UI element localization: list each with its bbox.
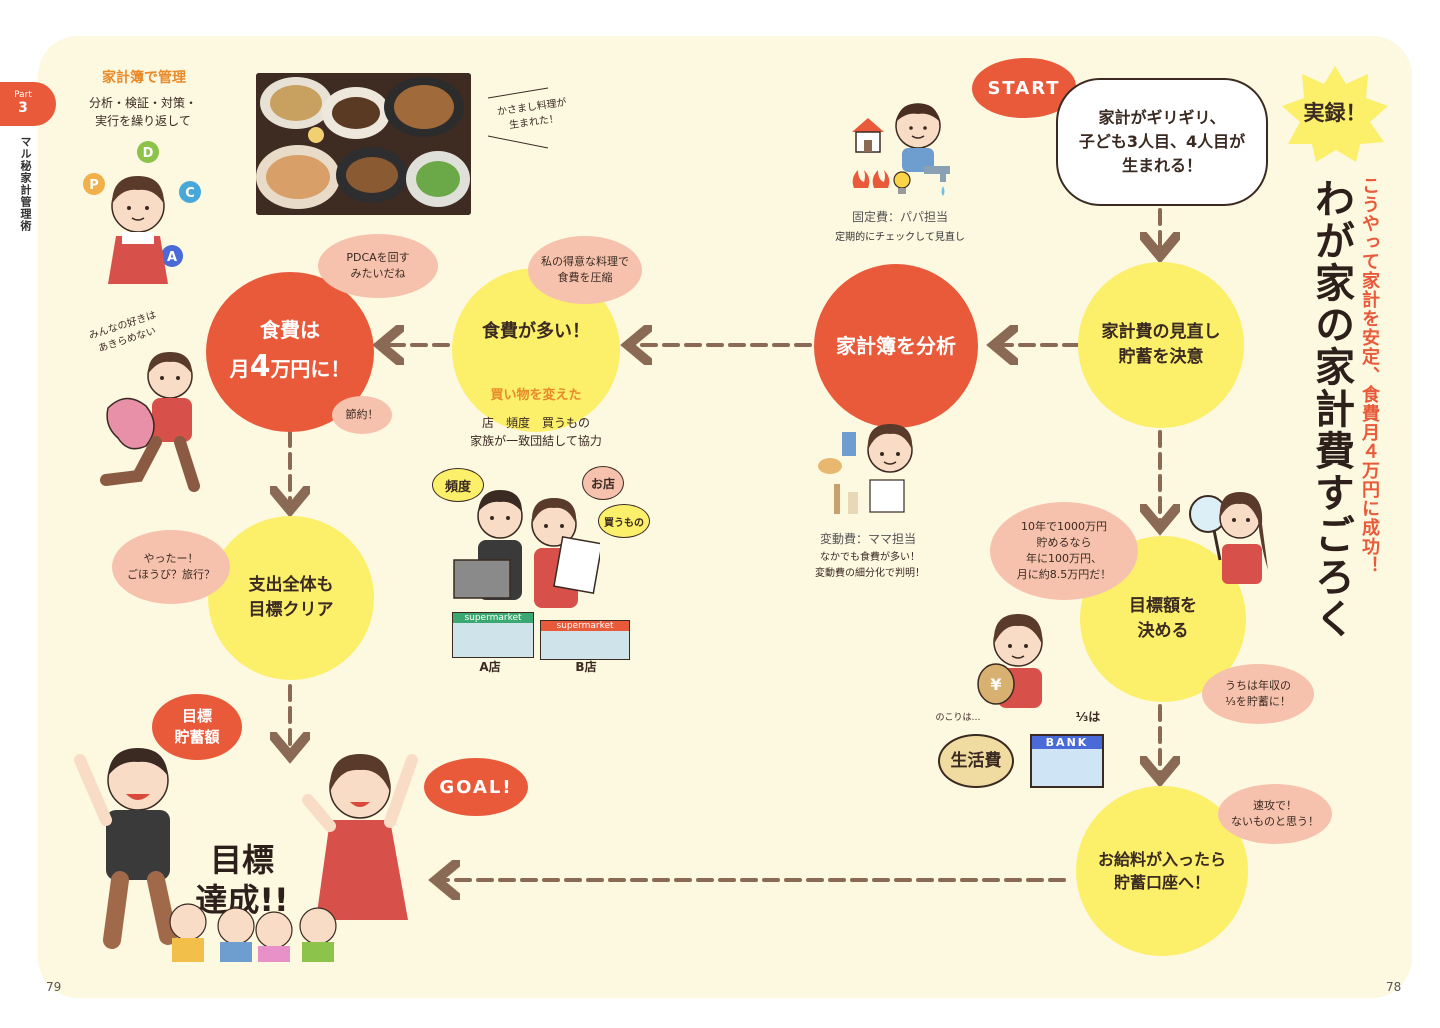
store-a-label: A店 [479,660,501,674]
page-number-left: 79 [46,980,62,994]
bubble-yatta: やったー！ ごほうび？旅行？ [112,530,230,604]
variable-costs-note2: 変動費の細分化で判明！ [815,568,925,579]
step-clear-expenses-text: 支出全体も 目標クリア [248,575,334,620]
faucet-icon [924,166,950,196]
yen-icon: ¥ [990,675,1001,694]
bank-building: BANK [1030,734,1104,788]
variable-costs-label: 変動費：ママ担当 [819,532,916,546]
step-food-goal-month: 月 [229,356,250,381]
pdca-a-icon [161,245,183,267]
mama-pdca-illustration: P D C A [83,141,201,284]
mama-stomach-illustration [100,352,200,492]
bubble-fast: 速攻で！ ないものと思う！ [1218,784,1332,844]
mama-money-bag-illustration: ¥ [977,614,1043,708]
bubble-cooking-text: 私の得意な料理で 食費を圧縮 [541,255,629,284]
pdca-c-icon [179,181,201,203]
pdca-d-letter: D [143,146,154,161]
mama-magnifier-illustration [1189,492,1268,584]
start-bubble-text: 家計がギリギリ、 子ども3人目、4人目が 生まれる！ [1078,108,1246,175]
shopping-items: 店 頻度 買うもの [481,416,590,430]
bubble-ten-year-text: 10年で1000万円 貯めるなら 年に100万円、 月に約8.5万円だ！ [1016,520,1112,581]
burst-shape [1282,66,1388,162]
step-clear-expenses: 支出全体も 目標クリア [208,516,374,680]
third-label: ⅓は [1075,710,1101,724]
start-tag: START [972,58,1076,118]
fire-icon [852,170,890,188]
store-a-sign: supermarket [453,613,533,623]
step-review-savings-text: 家計費の見直し 貯蓄を決意 [1101,322,1221,367]
living-expense-label: 生活費 [950,750,1002,771]
pdca-p-icon [83,173,105,195]
papa-fixed-costs-illustration [852,103,950,196]
bubble-pdca-text: PDCAを回す みたいだね [346,251,410,280]
variable-costs-note1: なかでも食費が多い！ [820,552,920,563]
mama-variable-costs-illustration [818,424,913,514]
bubble-one-third: うちは年収の ⅓を貯蓄に！ [1202,664,1314,724]
shopping-note: 家族が一致団結して協力 [470,434,602,448]
bubble-fast-text: 速攻で！ ないものと思う！ [1231,799,1319,828]
bubble-yatta-text: やったー！ ごほうび？旅行？ [127,552,215,581]
shopping-heading: 買い物を変えた [490,388,582,403]
store-b-sign: supermarket [541,621,629,631]
page-title: わが家の家計費すごろく [1308,178,1354,640]
store-b: supermarket [540,620,630,660]
pdca-d-icon [137,141,159,163]
step-food-goal-number: 4 [249,348,271,384]
couple-shopping-illustration [453,490,600,608]
tag-frequency: 頻度 [432,468,484,502]
step-food-goal: 食費は 月4万円に！ [206,272,374,432]
family-celebration-illustration [74,748,418,962]
bubble-cooking: 私の得意な料理で 食費を圧縮 [528,236,642,304]
savings-tag: 目標 貯蓄額 [152,694,242,760]
part-tab: Part 3 [0,82,56,126]
fixed-costs-note: 定期的にチェックして見直し [835,232,965,243]
food-photo [256,73,471,215]
step-salary-savings-text: お給料が入ったら 貯蓄口座へ！ [1097,849,1226,892]
goal-achieved: 目標 達成!! [182,800,302,920]
step-food-goal-line1: 食費は [260,317,320,342]
goal-achieved-text: 目標 達成!! [195,841,289,919]
section-title: マル秘家計管理術 [19,136,32,232]
savings-tag-text: 目標 貯蓄額 [174,707,220,746]
goal-tag: GOAL! [424,758,528,816]
lightbulb-icon [893,171,911,194]
living-expense-bag: 生活費 [938,734,1014,788]
bubble-saving: 節約！ [332,396,392,434]
bubble-ten-year: 10年で1000万円 貯めるなら 年に100万円、 月に約8.5万円だ！ [990,502,1138,600]
step-review-savings: 家計費の見直し 貯蓄を決意 [1078,262,1244,428]
step-analyze-kakeibo: 家計簿を分析 [814,264,978,428]
bubble-saving-text: 節約！ [345,408,379,422]
burst-label: 実録！ [1303,101,1367,125]
nokori-label: のこりは… [935,713,981,723]
tag-store: お店 [582,466,624,500]
store-a: supermarket [452,612,534,658]
step-food-high-text: 食費が多い！ [482,320,590,342]
page-subtitle: こうやって家計を安定、食費月４万円に成功！ [1359,176,1380,575]
page-number-right: 78 [1386,980,1402,994]
part-number: 3 [18,100,28,116]
house-icon [852,118,884,153]
kakeibo-note: 分析・検証・対策・ 実行を繰り返して [88,96,197,128]
step-decide-target-text: 目標額を 決める [1129,596,1197,641]
store-b-label: B店 [575,660,597,674]
start-bubble: 家計がギリギリ、 子ども3人目、4人目が 生まれる！ [1056,78,1268,206]
tag-goods: 買うもの [598,504,650,538]
step-food-goal-unit: 万円に！ [270,356,351,381]
fixed-costs-label: 固定費：パパ担当 [851,210,948,224]
step-analyze-kakeibo-text: 家計簿を分析 [836,333,956,358]
bank-label: BANK [1032,736,1102,749]
photo-caption-lines [487,87,549,149]
kakeibo-heading: 家計簿で管理 [102,70,186,86]
bubble-pdca: PDCAを回す みたいだね [318,234,438,298]
part-label: Part [14,90,32,100]
pdca-a-letter: A [167,250,177,265]
pdca-c-letter: C [185,186,195,201]
pdca-p-letter: P [89,178,99,193]
bubble-one-third-text: うちは年収の ⅓を貯蓄に！ [1225,679,1291,708]
step-food-goal-line2: 月4万円に！ [230,345,351,389]
food-photo-dishes [256,73,471,215]
